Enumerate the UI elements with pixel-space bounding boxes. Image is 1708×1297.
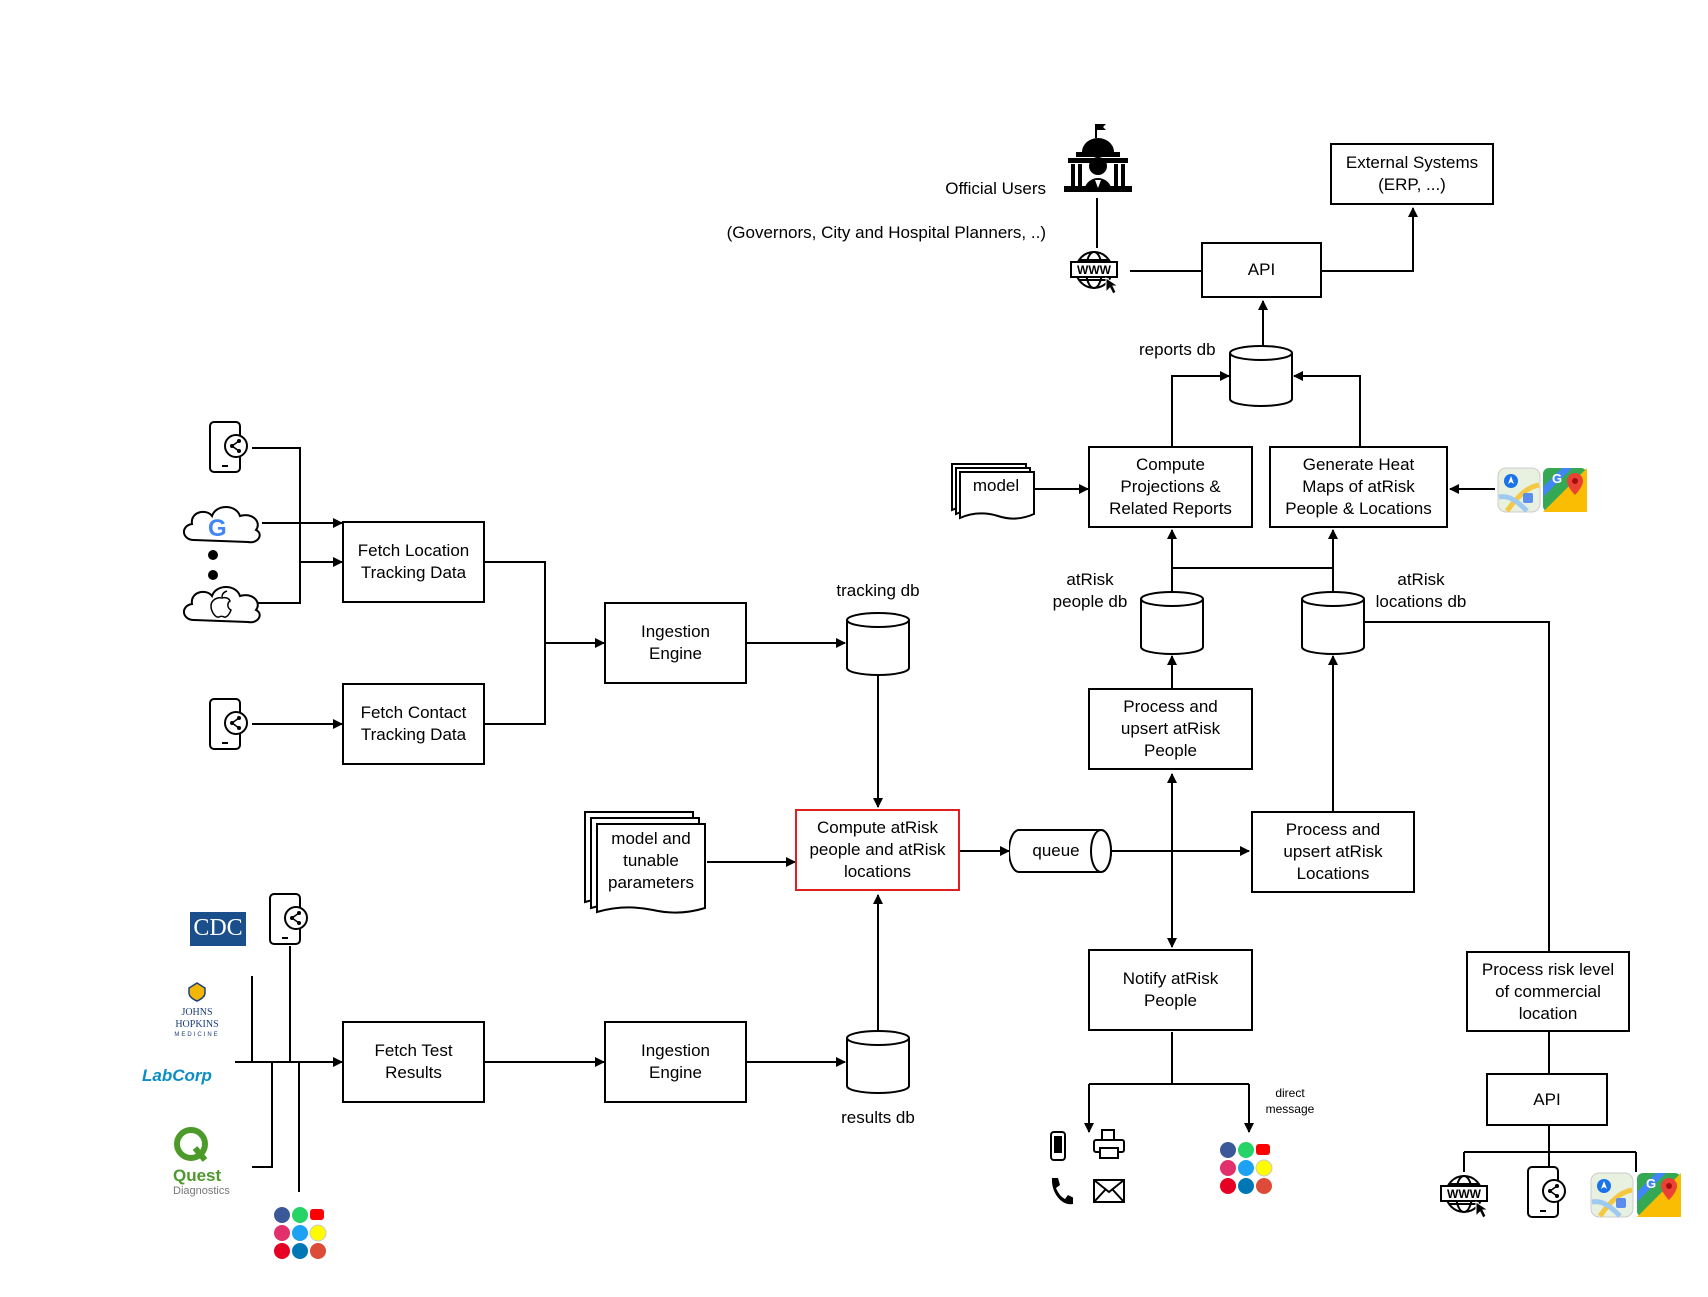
www-globe-icon[interactable]: WWW (1070, 248, 1122, 294)
quest-sub-text: Diagnostics (173, 1185, 230, 1197)
reports-db-cylinder[interactable] (1228, 344, 1294, 408)
compute-atrisk-box[interactable]: Compute atRisk people and atRisk locatio… (795, 809, 960, 891)
google-cloud-icon: G (183, 506, 261, 544)
maps-app-icon (1497, 467, 1541, 513)
ingestion-engine-bottom-label: Ingestion Engine (641, 1041, 710, 1082)
johns-hopkins-logo: JOHNS HOPKINS MEDICINE (160, 982, 234, 1038)
maps-app-icon-bottom (1590, 1172, 1634, 1218)
results-db-cylinder[interactable] (845, 1029, 911, 1095)
svg-text:G: G (208, 515, 227, 542)
quest-text: Quest (173, 1166, 222, 1185)
quest-q-icon (174, 1127, 208, 1162)
apple-cloud-icon (183, 586, 261, 624)
svg-text:G: G (1552, 471, 1562, 486)
compute-atrisk-label: Compute atRisk people and atRisk locatio… (809, 818, 946, 881)
ingestion-engine-top-box[interactable]: Ingestion Engine (604, 602, 747, 684)
capitol-official-icon (1064, 124, 1132, 192)
process-people-box[interactable]: Process and upsert atRisk People (1088, 688, 1253, 770)
phone-share-icon-contact (209, 698, 248, 750)
printer-fax-icon (1093, 1129, 1125, 1159)
model-document-stack[interactable] (950, 462, 1036, 522)
phone-share-icon-tests (269, 893, 308, 945)
notify-people-box[interactable]: Notify atRisk People (1088, 949, 1253, 1031)
fetch-test-results-box[interactable]: Fetch Test Results (342, 1021, 485, 1103)
mobile-phone-icon (1050, 1131, 1066, 1161)
queue-cylinder[interactable] (1009, 828, 1113, 874)
www-label: WWW (1077, 263, 1112, 277)
atrisk-people-db-label: atRisk people db (1052, 570, 1128, 611)
generate-heat-maps-label: Generate Heat Maps of atRisk People & Lo… (1285, 455, 1432, 518)
direct-message-label: direct message (1265, 1086, 1315, 1116)
email-envelope-icon (1093, 1179, 1125, 1203)
atrisk-people-db-cylinder[interactable] (1139, 590, 1205, 656)
generate-heat-maps-box[interactable]: Generate Heat Maps of atRisk People & Lo… (1269, 446, 1448, 528)
phone-share-icon-api (1527, 1166, 1566, 1218)
process-locations-box[interactable]: Process and upsert atRisk Locations (1251, 811, 1415, 893)
model-params-document-stack[interactable] (583, 810, 709, 916)
svg-text:G: G (1646, 1176, 1656, 1191)
google-maps-icon-bottom: G (1637, 1173, 1681, 1217)
social-media-icons-tests (274, 1207, 327, 1259)
api-bottom-box[interactable]: API (1486, 1073, 1608, 1126)
fetch-contact-label: Fetch Contact Tracking Data (360, 703, 467, 744)
tracking-db-cylinder[interactable] (845, 611, 911, 677)
reports-db-label: reports db (1139, 340, 1216, 359)
ingestion-engine-bottom-box[interactable]: Ingestion Engine (604, 1021, 747, 1103)
social-media-icons (1220, 1142, 1273, 1194)
process-risk-level-label: Process risk level of commercial locatio… (1481, 959, 1615, 1023)
www-label-bottom: WWW (1447, 1187, 1482, 1201)
model-doc-label: model (972, 476, 1020, 495)
ingestion-engine-top-label: Ingestion Engine (641, 622, 710, 663)
phone-share-icon (209, 421, 248, 473)
fetch-location-box[interactable]: Fetch Location Tracking Data (342, 521, 485, 603)
official-users-title: Official Users (945, 179, 1046, 198)
quest-diagnostics-logo: Quest Diagnostics (173, 1126, 253, 1197)
johns-hopkins-shield-icon (188, 982, 206, 1002)
www-globe-icon-bottom[interactable]: WWW (1440, 1172, 1492, 1218)
process-people-label: Process and upsert atRisk People (1120, 697, 1221, 760)
process-locations-label: Process and upsert atRisk Locations (1283, 820, 1383, 883)
model-params-label: model and tunable parameters (608, 829, 694, 892)
cdc-logo: CDC (190, 912, 246, 960)
cdc-logo-text: CDC (190, 912, 246, 946)
compute-projections-box[interactable]: Compute Projections & Related Reports (1088, 446, 1253, 528)
johns-hopkins-text: JOHNS HOPKINS (175, 1007, 219, 1030)
process-risk-level-box[interactable]: Process risk level of commercial locatio… (1466, 951, 1630, 1032)
external-systems-label: External Systems (ERP, ...) (1345, 153, 1479, 194)
fetch-test-results-label: Fetch Test Results (374, 1041, 453, 1082)
official-users-subtitle: (Governors, City and Hospital Planners, … (726, 223, 1046, 242)
telephone-icon (1051, 1178, 1073, 1205)
api-top-box[interactable]: API (1201, 242, 1322, 298)
api-bottom-label: API (1533, 1089, 1561, 1109)
notify-people-label: Notify atRisk People (1122, 969, 1219, 1010)
johns-hopkins-sub: MEDICINE (174, 1032, 220, 1038)
tracking-db-label: tracking db (836, 581, 920, 600)
official-users-label: Official Users (Governors, City and Hosp… (690, 156, 1046, 244)
labcorp-logo: LabCorp (142, 1066, 212, 1085)
compute-projections-label: Compute Projections & Related Reports (1109, 455, 1232, 518)
external-systems-box[interactable]: External Systems (ERP, ...) (1330, 143, 1494, 205)
google-maps-icon: G (1543, 468, 1587, 512)
fetch-location-label: Fetch Location Tracking Data (357, 541, 470, 582)
atrisk-locations-db-label: atRisk locations db (1375, 570, 1467, 611)
api-top-label: API (1247, 260, 1276, 279)
more-sources-dots (208, 550, 218, 580)
results-db-label: results db (841, 1108, 915, 1127)
queue-label: queue (1032, 841, 1080, 860)
fetch-contact-box[interactable]: Fetch Contact Tracking Data (342, 683, 485, 765)
atrisk-locations-db-cylinder[interactable] (1300, 590, 1366, 656)
